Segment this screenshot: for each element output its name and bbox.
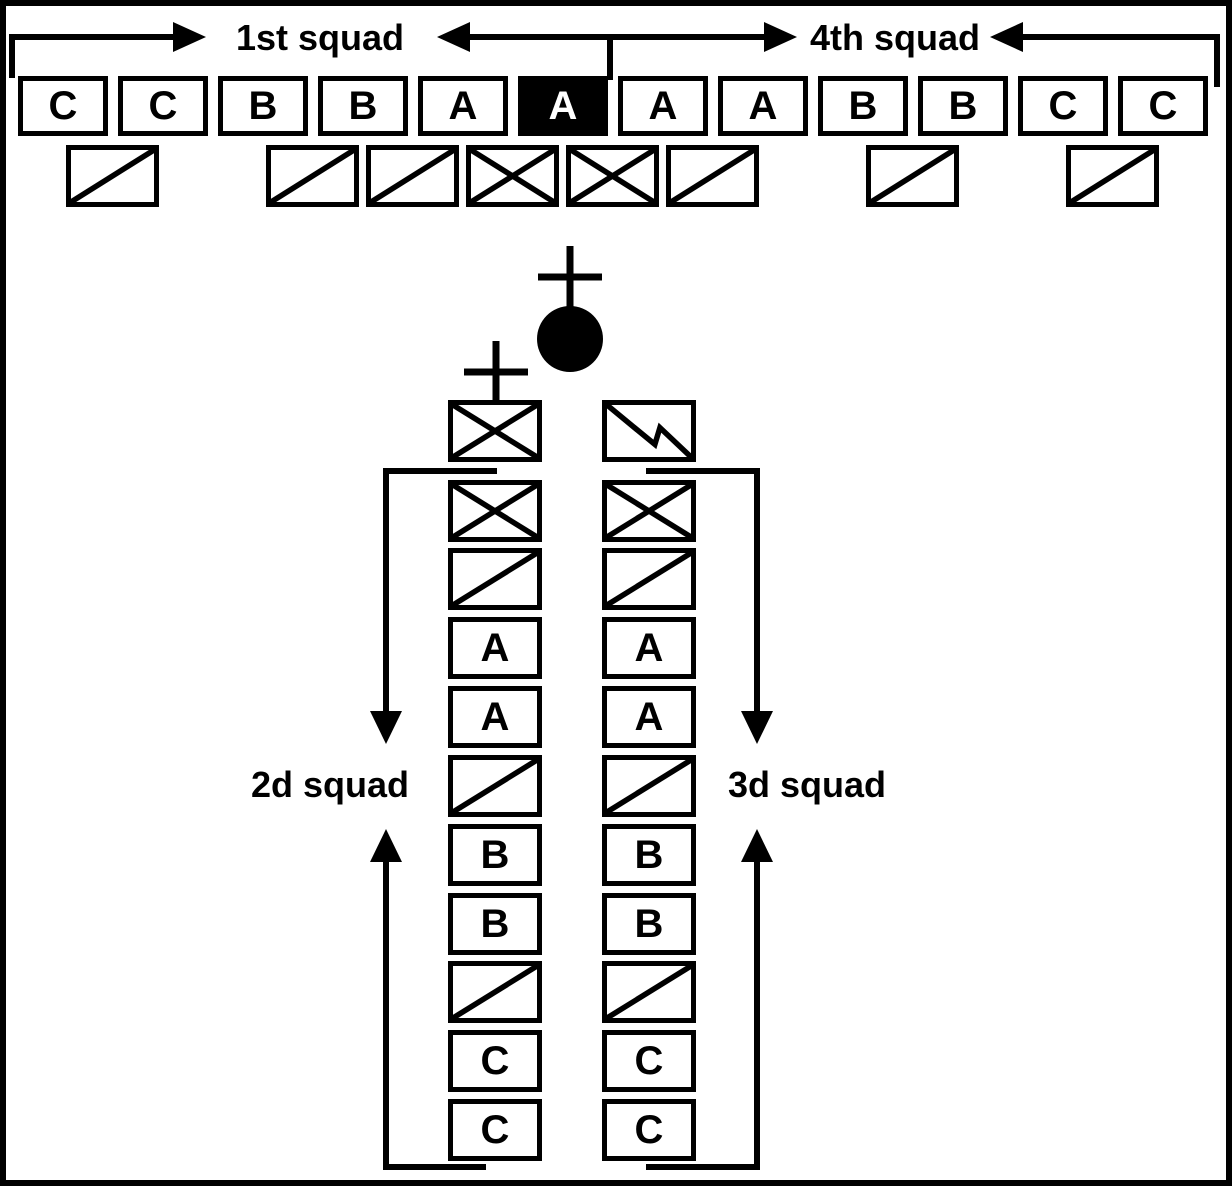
column-unit-box: A (602, 617, 696, 679)
unit-letter: A (648, 84, 678, 128)
team-leader-box (1066, 145, 1159, 207)
x-icon (453, 405, 537, 457)
column-unit-box (448, 961, 542, 1023)
section-leader-cross-icon (464, 341, 528, 400)
column-unit-box: C (602, 1030, 696, 1092)
column-unit-box: C (602, 1099, 696, 1161)
squad1-flank-arrow (9, 22, 206, 78)
slash-icon (271, 150, 354, 202)
slash-icon (1071, 150, 1154, 202)
x-icon (607, 485, 691, 537)
unit-letter: A (448, 84, 478, 128)
unit-letter: A (548, 84, 578, 128)
x-icon (571, 150, 654, 202)
column-unit-box (448, 755, 542, 817)
squad3-label: 3d squad (727, 764, 887, 805)
slash-icon (453, 553, 537, 605)
front-line-unit-box: B (918, 76, 1008, 136)
front-line-unit-box: C (118, 76, 208, 136)
unit-letter: A (480, 626, 510, 670)
slash-icon (607, 760, 691, 812)
unit-letter: C (1048, 84, 1078, 128)
front-line-unit-box: C (1018, 76, 1108, 136)
x-icon (471, 150, 554, 202)
column-unit-box: B (602, 893, 696, 955)
unit-letter: B (480, 833, 510, 877)
unit-letter: C (148, 84, 178, 128)
front-line-unit-box: A (718, 76, 808, 136)
squad3-down-arrow (646, 468, 773, 744)
unit-letter: B (848, 84, 878, 128)
slash-icon (71, 150, 154, 202)
squad2-up-arrow (370, 829, 486, 1170)
front-line-unit-box: C (18, 76, 108, 136)
squad2-down-arrow (370, 468, 497, 744)
column-unit-box (448, 400, 542, 462)
team-leader-box (366, 145, 459, 207)
slash-icon (671, 150, 754, 202)
column-unit-box: A (448, 686, 542, 748)
platoon-leader-cross-icon (538, 246, 602, 312)
column-unit-box: C (448, 1030, 542, 1092)
unit-letter: B (480, 902, 510, 946)
front-line-unit-box: B (318, 76, 408, 136)
column-unit-box: A (448, 617, 542, 679)
column-unit-box (602, 961, 696, 1023)
column-unit-box: C (448, 1099, 542, 1161)
column-unit-box: B (448, 824, 542, 886)
column-unit-box (602, 755, 696, 817)
unit-letter: C (1148, 84, 1178, 128)
slash-icon (607, 966, 691, 1018)
team-leader-box (466, 145, 559, 207)
column-unit-box (602, 480, 696, 542)
unit-letter: C (634, 1108, 664, 1152)
column-unit-box: B (448, 893, 542, 955)
front-line-unit-box: B (218, 76, 308, 136)
front-line-unit-box: B (818, 76, 908, 136)
unit-letter: A (748, 84, 778, 128)
front-line-unit-box: A (418, 76, 508, 136)
front-line-unit-box: A (618, 76, 708, 136)
unit-letter: C (480, 1039, 510, 1083)
team-leader-box (266, 145, 359, 207)
squad2-label: 2d squad (250, 764, 410, 805)
unit-letter: B (348, 84, 378, 128)
column-unit-box (602, 548, 696, 610)
unit-letter: A (634, 695, 664, 739)
column-unit-box (448, 480, 542, 542)
unit-letter: C (634, 1039, 664, 1083)
unit-letter: B (634, 833, 664, 877)
column-unit-box (602, 400, 696, 462)
unit-letter: C (480, 1108, 510, 1152)
unit-letter: A (634, 626, 664, 670)
unit-letter: B (634, 902, 664, 946)
column-unit-box: A (602, 686, 696, 748)
squad4-flank-arrow (990, 22, 1220, 87)
unit-letter: A (480, 695, 510, 739)
center-split-arrow (437, 22, 797, 80)
slash-icon (453, 966, 537, 1018)
slash-icon (453, 760, 537, 812)
slash-icon (871, 150, 954, 202)
front-line-unit-box: C (1118, 76, 1208, 136)
team-leader-box (866, 145, 959, 207)
platoon-sergeant-circle-icon (537, 306, 603, 372)
unit-letter: B (248, 84, 278, 128)
lightning-icon (607, 405, 691, 457)
x-icon (453, 485, 537, 537)
squad3-up-arrow (646, 829, 773, 1170)
unit-letter: C (48, 84, 78, 128)
slash-icon (607, 553, 691, 605)
team-leader-box (66, 145, 159, 207)
squad4-label: 4th squad (809, 17, 980, 58)
column-unit-box: B (602, 824, 696, 886)
column-unit-box (448, 548, 542, 610)
team-leader-box (566, 145, 659, 207)
slash-icon (371, 150, 454, 202)
team-leader-box (666, 145, 759, 207)
squad1-label: 1st squad (235, 17, 405, 58)
unit-letter: B (948, 84, 978, 128)
front-line-unit-box-filled: A (518, 76, 608, 136)
